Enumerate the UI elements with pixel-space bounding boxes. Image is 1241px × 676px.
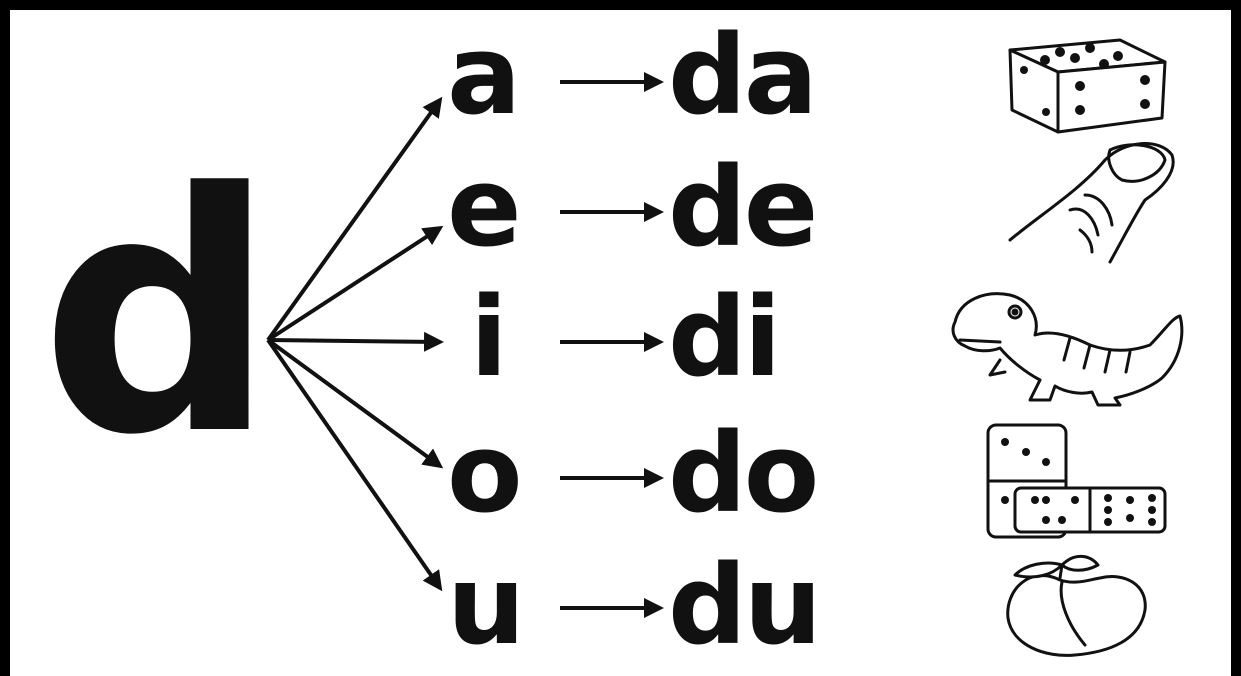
- dinosaur-icon: [951, 292, 1184, 407]
- syllable-du: du: [668, 541, 822, 669]
- vowel-e: e: [447, 143, 522, 271]
- syllable-do: do: [668, 409, 819, 537]
- arrow-to-o: [266, 338, 444, 469]
- peach-icon: [1006, 554, 1147, 657]
- dice-icon: [1008, 38, 1167, 134]
- syllable-da: da: [668, 11, 818, 139]
- arrow-to-i: [267, 331, 444, 352]
- syllable-de: de: [668, 143, 818, 271]
- vowel-o: o: [447, 409, 523, 537]
- vowel-u: u: [447, 541, 526, 669]
- consonant-letter: d: [40, 123, 276, 507]
- syllable-di: di: [668, 273, 781, 401]
- vowel-i: i: [470, 273, 508, 401]
- finger-icon: [1008, 142, 1175, 264]
- vowel-a: a: [447, 11, 522, 139]
- arrow-to-e: [266, 225, 444, 342]
- domino-icon: [986, 423, 1167, 539]
- arrow-to-a: [266, 96, 443, 342]
- arrow-to-u: [266, 338, 443, 592]
